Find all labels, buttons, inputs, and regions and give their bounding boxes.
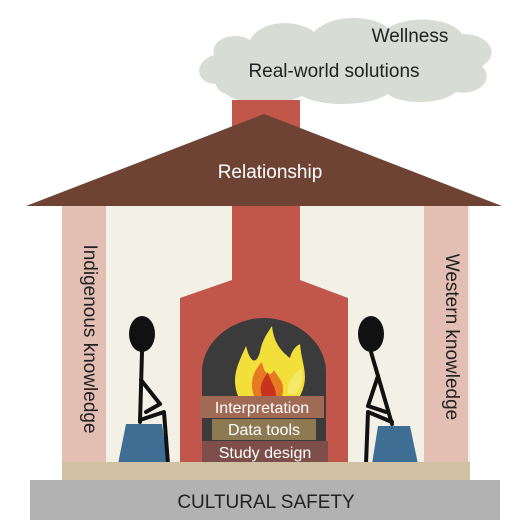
- log-top: [200, 396, 324, 418]
- pillar-right: [424, 206, 468, 464]
- log-middle: [212, 419, 316, 440]
- log-top-label: Interpretation: [215, 400, 309, 417]
- foundation-label: CULTURAL SAFETY: [177, 492, 355, 513]
- roof-label: Relationship: [218, 162, 323, 183]
- figure-right-icon: [358, 316, 394, 466]
- pillar-right-label: Western knowledge: [441, 254, 462, 421]
- log-bottom-label: Study design: [219, 445, 312, 462]
- stool-right: [372, 426, 418, 464]
- foundation: [30, 480, 500, 520]
- cloud-label-wellness: Wellness: [372, 26, 449, 47]
- pillar-left-label: Indigenous knowledge: [79, 244, 100, 433]
- cloud-label-solutions: Real-world solutions: [248, 61, 419, 82]
- roof: [26, 114, 502, 206]
- stool-left: [118, 424, 168, 464]
- cloud: [199, 17, 492, 104]
- figure-left-icon: [129, 316, 170, 466]
- floor: [62, 462, 470, 480]
- pillar-left: [62, 206, 106, 464]
- log-middle-label: Data tools: [228, 422, 300, 439]
- log-bottom: [202, 441, 328, 463]
- fire-icon: [235, 326, 305, 396]
